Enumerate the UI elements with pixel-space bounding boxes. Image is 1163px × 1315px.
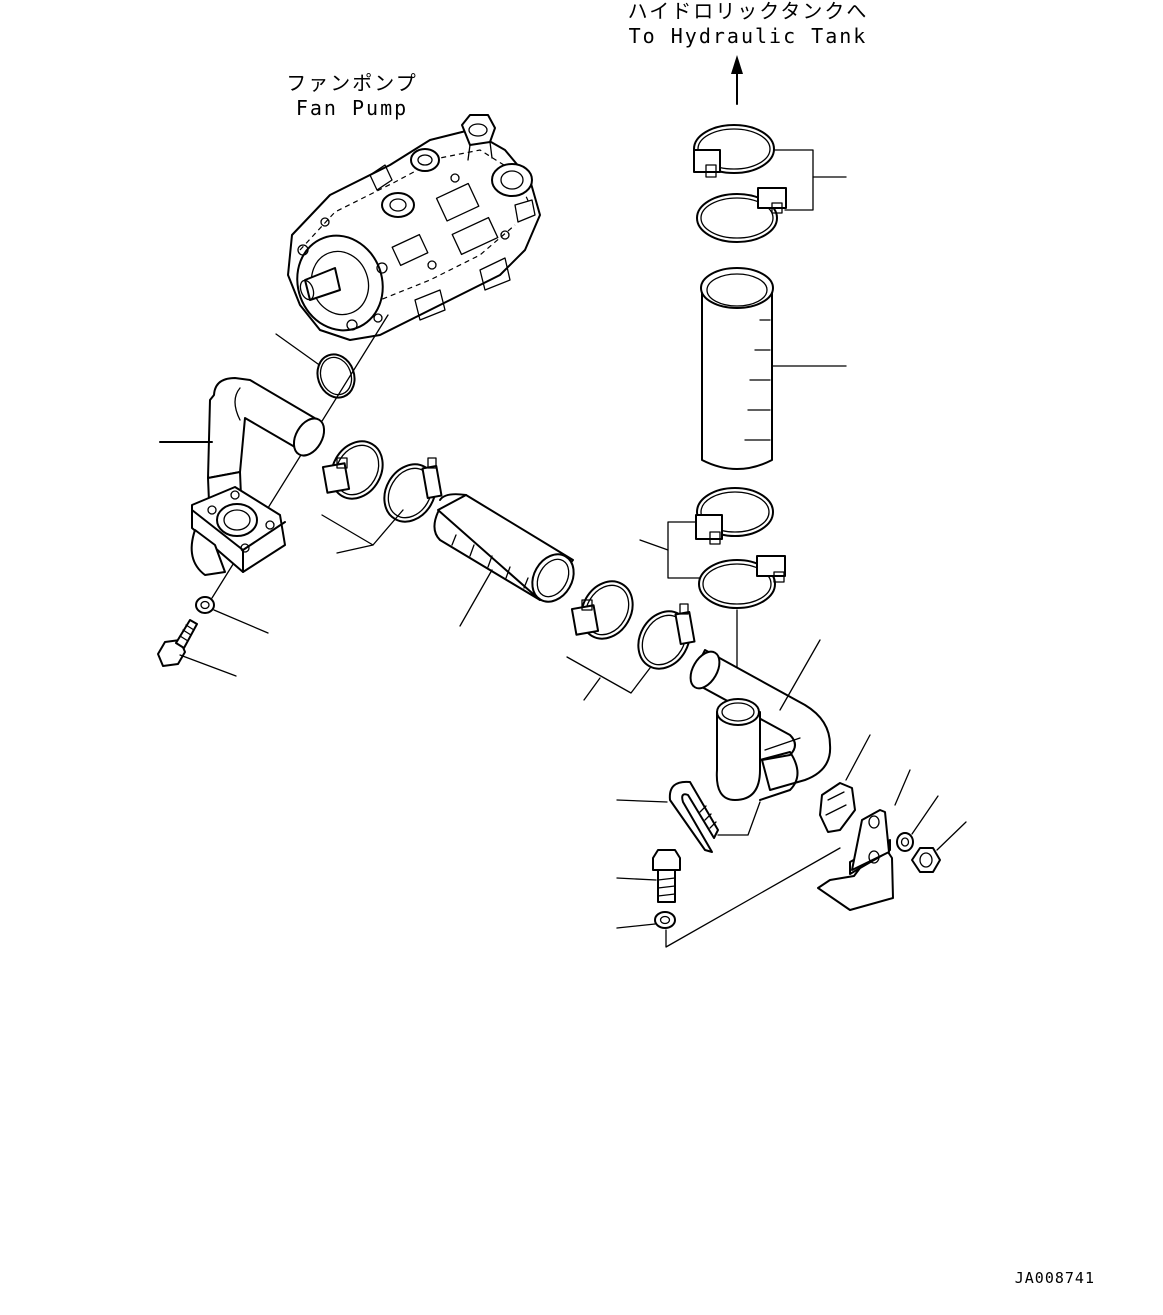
hose-clamp-mid-a — [570, 580, 634, 640]
clamp-bracket-mid — [566, 656, 651, 694]
washer-leader — [213, 609, 269, 634]
mounting-bracket — [817, 769, 911, 911]
cushion-clip — [819, 734, 871, 833]
clamp-bracket-top — [773, 149, 814, 211]
fan-pump-callout: ファンポンプ Fan Pump — [286, 71, 417, 120]
hardware-group-line — [665, 847, 841, 948]
elbow-pipe-left — [159, 377, 326, 576]
washer-lower — [616, 911, 676, 929]
washer-lower-leader — [616, 923, 656, 929]
nut-right-leader — [936, 821, 967, 851]
bent-tube — [689, 639, 832, 801]
clip-leader — [845, 734, 871, 781]
hose-middle — [433, 493, 575, 627]
u-bolt-group-line — [717, 801, 761, 836]
fan-pump — [287, 114, 541, 341]
hydraulic-tank-label-en: To Hydraulic Tank — [629, 24, 868, 48]
bolt-leader — [179, 654, 237, 677]
hose-clamp-left-b — [383, 457, 443, 523]
hose-clamp-top-b — [696, 187, 787, 243]
hose-middle-leader — [459, 569, 493, 627]
flange-bolt — [157, 619, 237, 677]
hydraulic-tank-label-jp: ハイドロリックタンクへ — [628, 0, 869, 23]
bent-tube-leader — [779, 639, 821, 711]
washer-right-leader — [911, 795, 939, 835]
hose-clamp-mid-b — [637, 603, 696, 670]
drawing-code: JA008741 — [1015, 1269, 1095, 1287]
hose-clamp-lower-b — [698, 555, 786, 609]
clamp-left-leader — [336, 544, 374, 554]
hose-vertical — [700, 267, 847, 470]
fan-pump-label-en: Fan Pump — [296, 96, 408, 120]
clamp-mid-leader — [583, 677, 601, 701]
bracket-leader — [894, 769, 911, 806]
nut-right — [911, 821, 967, 873]
hydraulic-tank-callout: ハイドロリックタンクへ To Hydraulic Tank — [628, 0, 869, 105]
clamp-lower-leader — [639, 539, 669, 551]
bolt-lower — [616, 849, 681, 903]
fan-pump-label-jp: ファンポンプ — [286, 71, 417, 95]
flange-washer — [195, 596, 269, 634]
o-ring — [275, 333, 356, 399]
o-ring-leader — [275, 333, 319, 365]
hose-clamp-left-a — [321, 440, 384, 500]
u-bolt — [616, 780, 719, 853]
flow-arrow-head — [731, 55, 743, 74]
washer-right — [896, 795, 939, 852]
hose-clamp-top-a — [693, 124, 775, 178]
hose-clamp-lower-a — [695, 487, 774, 545]
bolt-lower-leader — [616, 877, 657, 881]
u-bolt-leader — [616, 799, 668, 803]
